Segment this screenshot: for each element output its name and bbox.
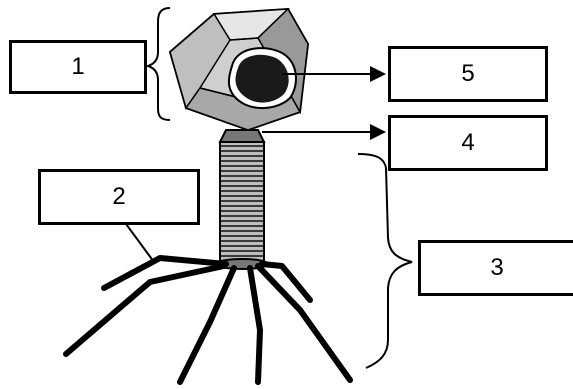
pointer-2-line <box>125 223 155 263</box>
phage-head <box>168 7 310 132</box>
label-box-nucleic-acid: 5 <box>388 46 548 102</box>
label-tail-fibers-text: 2 <box>112 183 126 210</box>
head-bracket <box>144 7 171 121</box>
label-box-collar: 4 <box>388 115 548 171</box>
label-box-head: 1 <box>9 40 147 94</box>
label-head-text: 1 <box>71 53 85 80</box>
label-tail-text: 3 <box>490 254 504 281</box>
phage-collar <box>218 129 266 143</box>
label-collar-text: 4 <box>461 129 475 156</box>
label-nucleic-acid-text: 5 <box>461 60 475 87</box>
label-box-tail: 3 <box>418 240 573 296</box>
tail-bracket <box>357 153 413 369</box>
arrow-4-head <box>370 124 386 140</box>
capsid-facet-left <box>169 12 231 110</box>
label-box-tail-fibers: 2 <box>38 169 200 225</box>
phage-tail-fibers <box>63 255 353 385</box>
phage-tail-sheath <box>219 141 265 263</box>
arrow-5-head <box>370 66 386 82</box>
